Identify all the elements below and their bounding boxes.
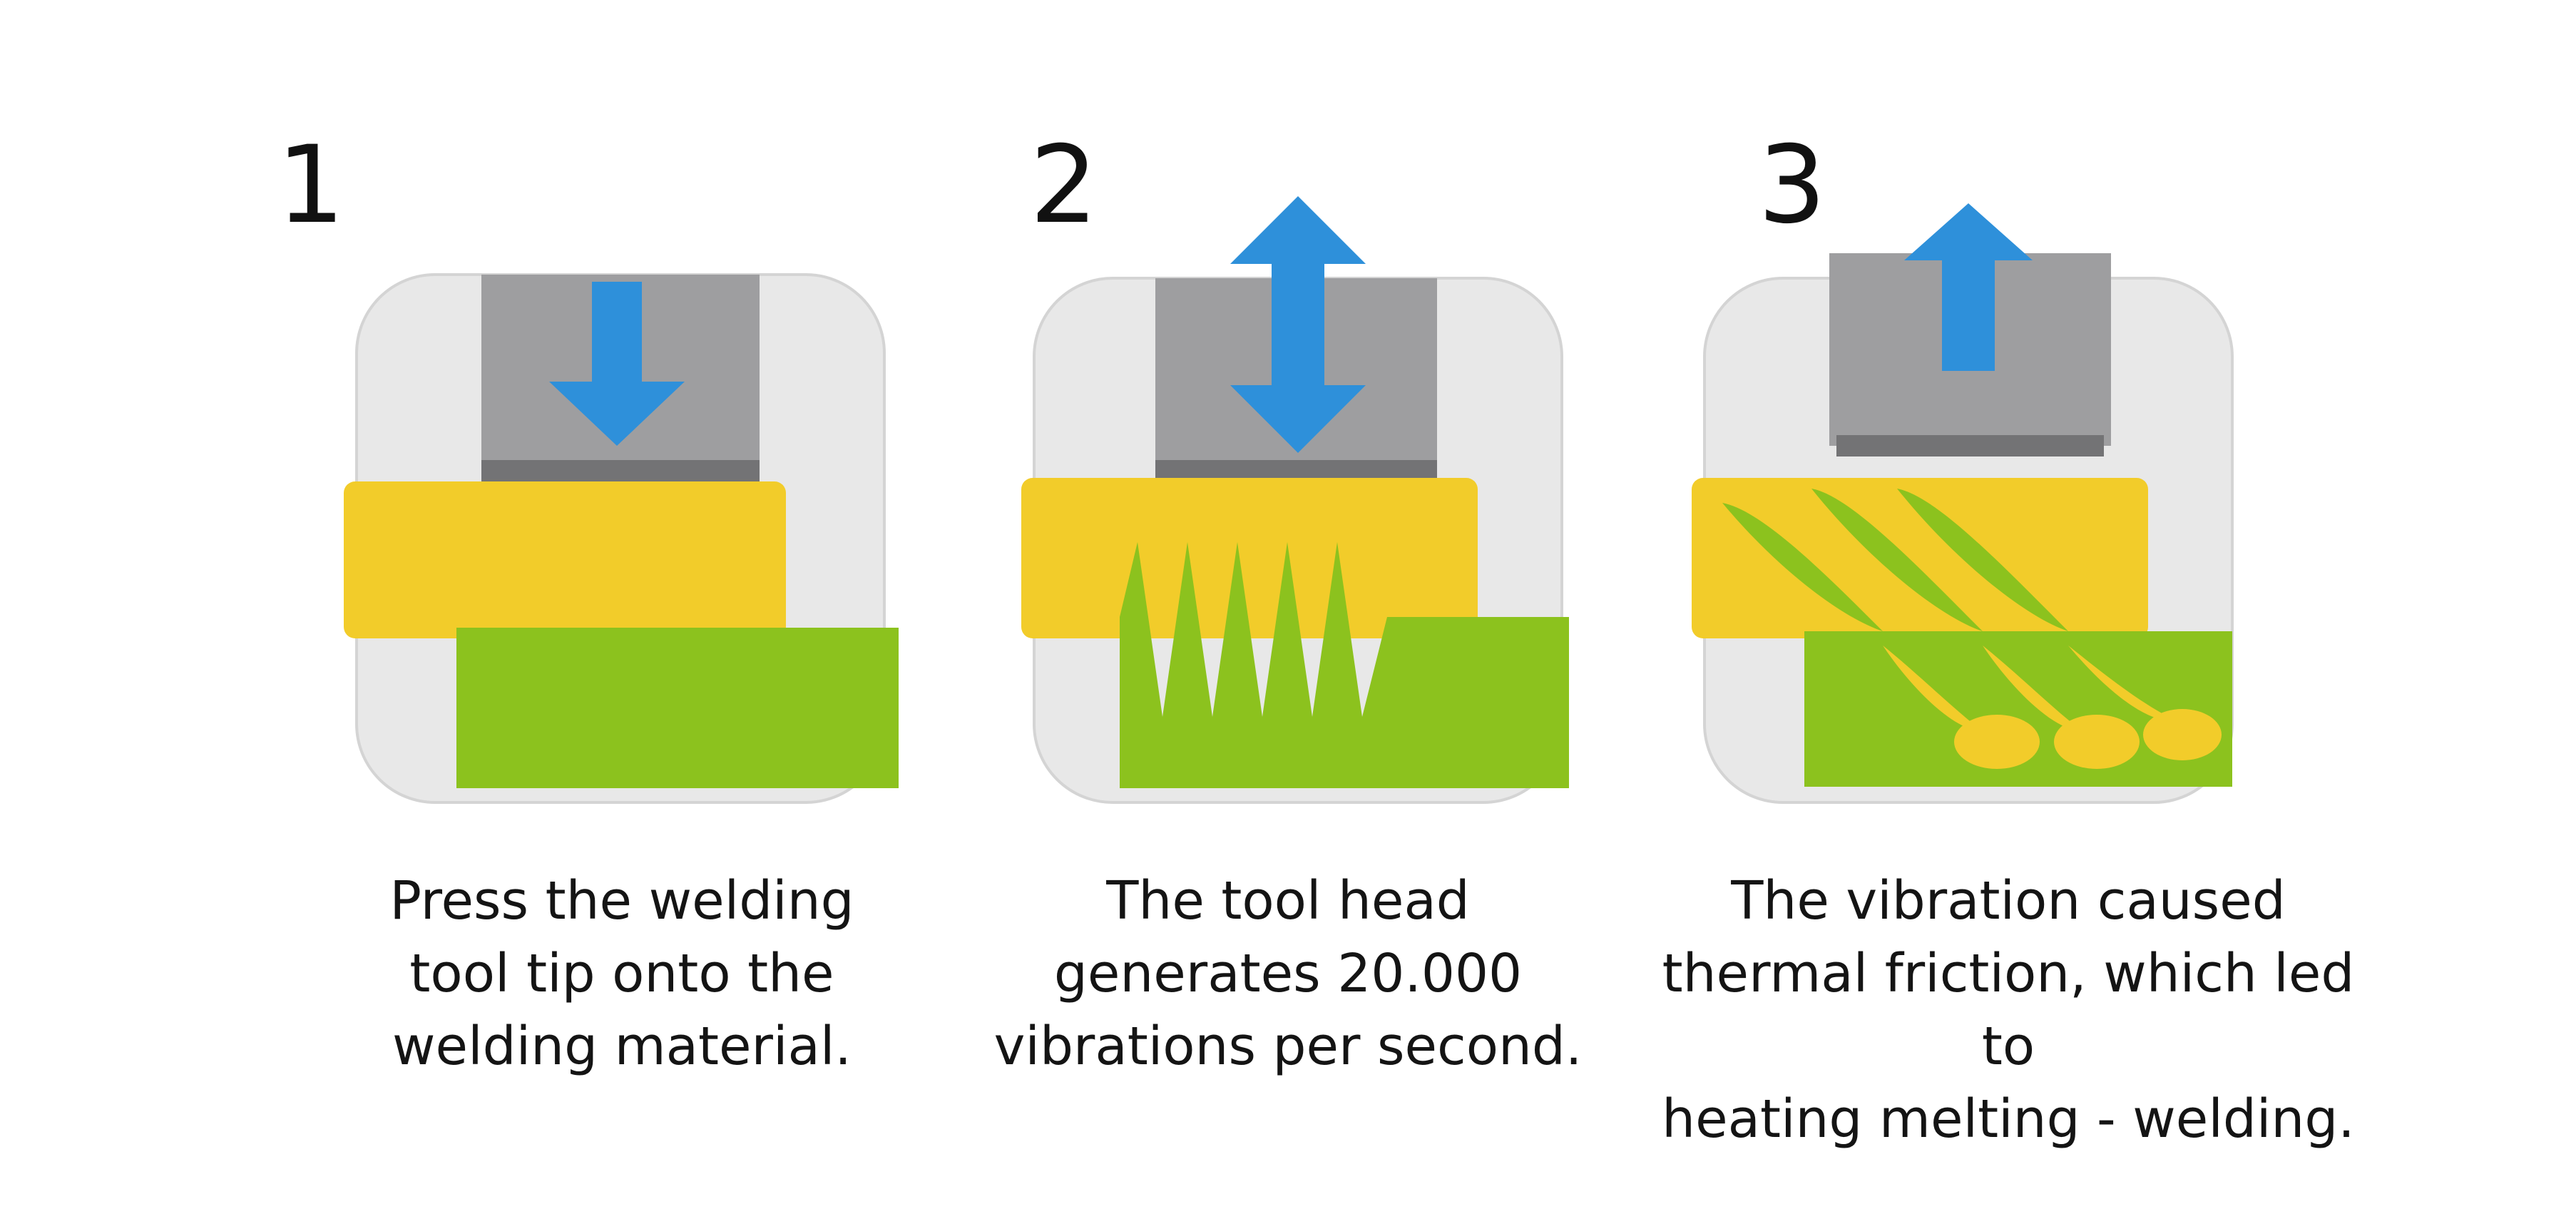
- tool-tip: [481, 460, 760, 481]
- double-arrow-icon: [1230, 196, 1366, 453]
- vibration-illustration: [1021, 196, 1569, 804]
- step-caption: The tool head generates 20.000 vibration…: [993, 870, 1583, 1077]
- step-1: 1 Press the welding tool tip onto the we…: [0, 0, 899, 1214]
- step-caption: Press the welding tool tip onto the weld…: [389, 870, 854, 1077]
- upper-streak: [1722, 503, 1883, 631]
- lower-streak: [1883, 646, 1983, 731]
- step-number: 1: [277, 123, 345, 248]
- arrow-up-icon: [1904, 203, 2033, 371]
- lower-streak: [1983, 646, 2082, 731]
- melt-blob: [2143, 709, 2222, 760]
- arrow-down-icon: [549, 282, 685, 446]
- step-number: 3: [1758, 123, 1826, 248]
- step-2: 2 The tool head generates 20.000 vibrati…: [0, 0, 1583, 1214]
- step-number: 2: [1030, 123, 1098, 248]
- upper-material: [1021, 478, 1478, 638]
- step-3: 3 The vibration caused thermal friction,…: [0, 0, 2355, 1214]
- upper-streak: [1811, 489, 1983, 631]
- melt-blob: [1954, 715, 2040, 769]
- lower-material: [456, 628, 899, 788]
- fused-streaks: [1722, 489, 2222, 769]
- press-tool-illustration: [344, 273, 899, 804]
- lower-material-teeth: [1120, 542, 1569, 788]
- tool-tip: [1836, 435, 2104, 456]
- upper-material: [344, 481, 786, 638]
- melt-blob: [2054, 715, 2140, 769]
- step-caption: The vibration caused thermal friction, w…: [1662, 870, 2355, 1150]
- upper-streak: [1897, 489, 2068, 631]
- welding-illustration: [1692, 203, 2234, 804]
- tool-tip: [1155, 460, 1437, 480]
